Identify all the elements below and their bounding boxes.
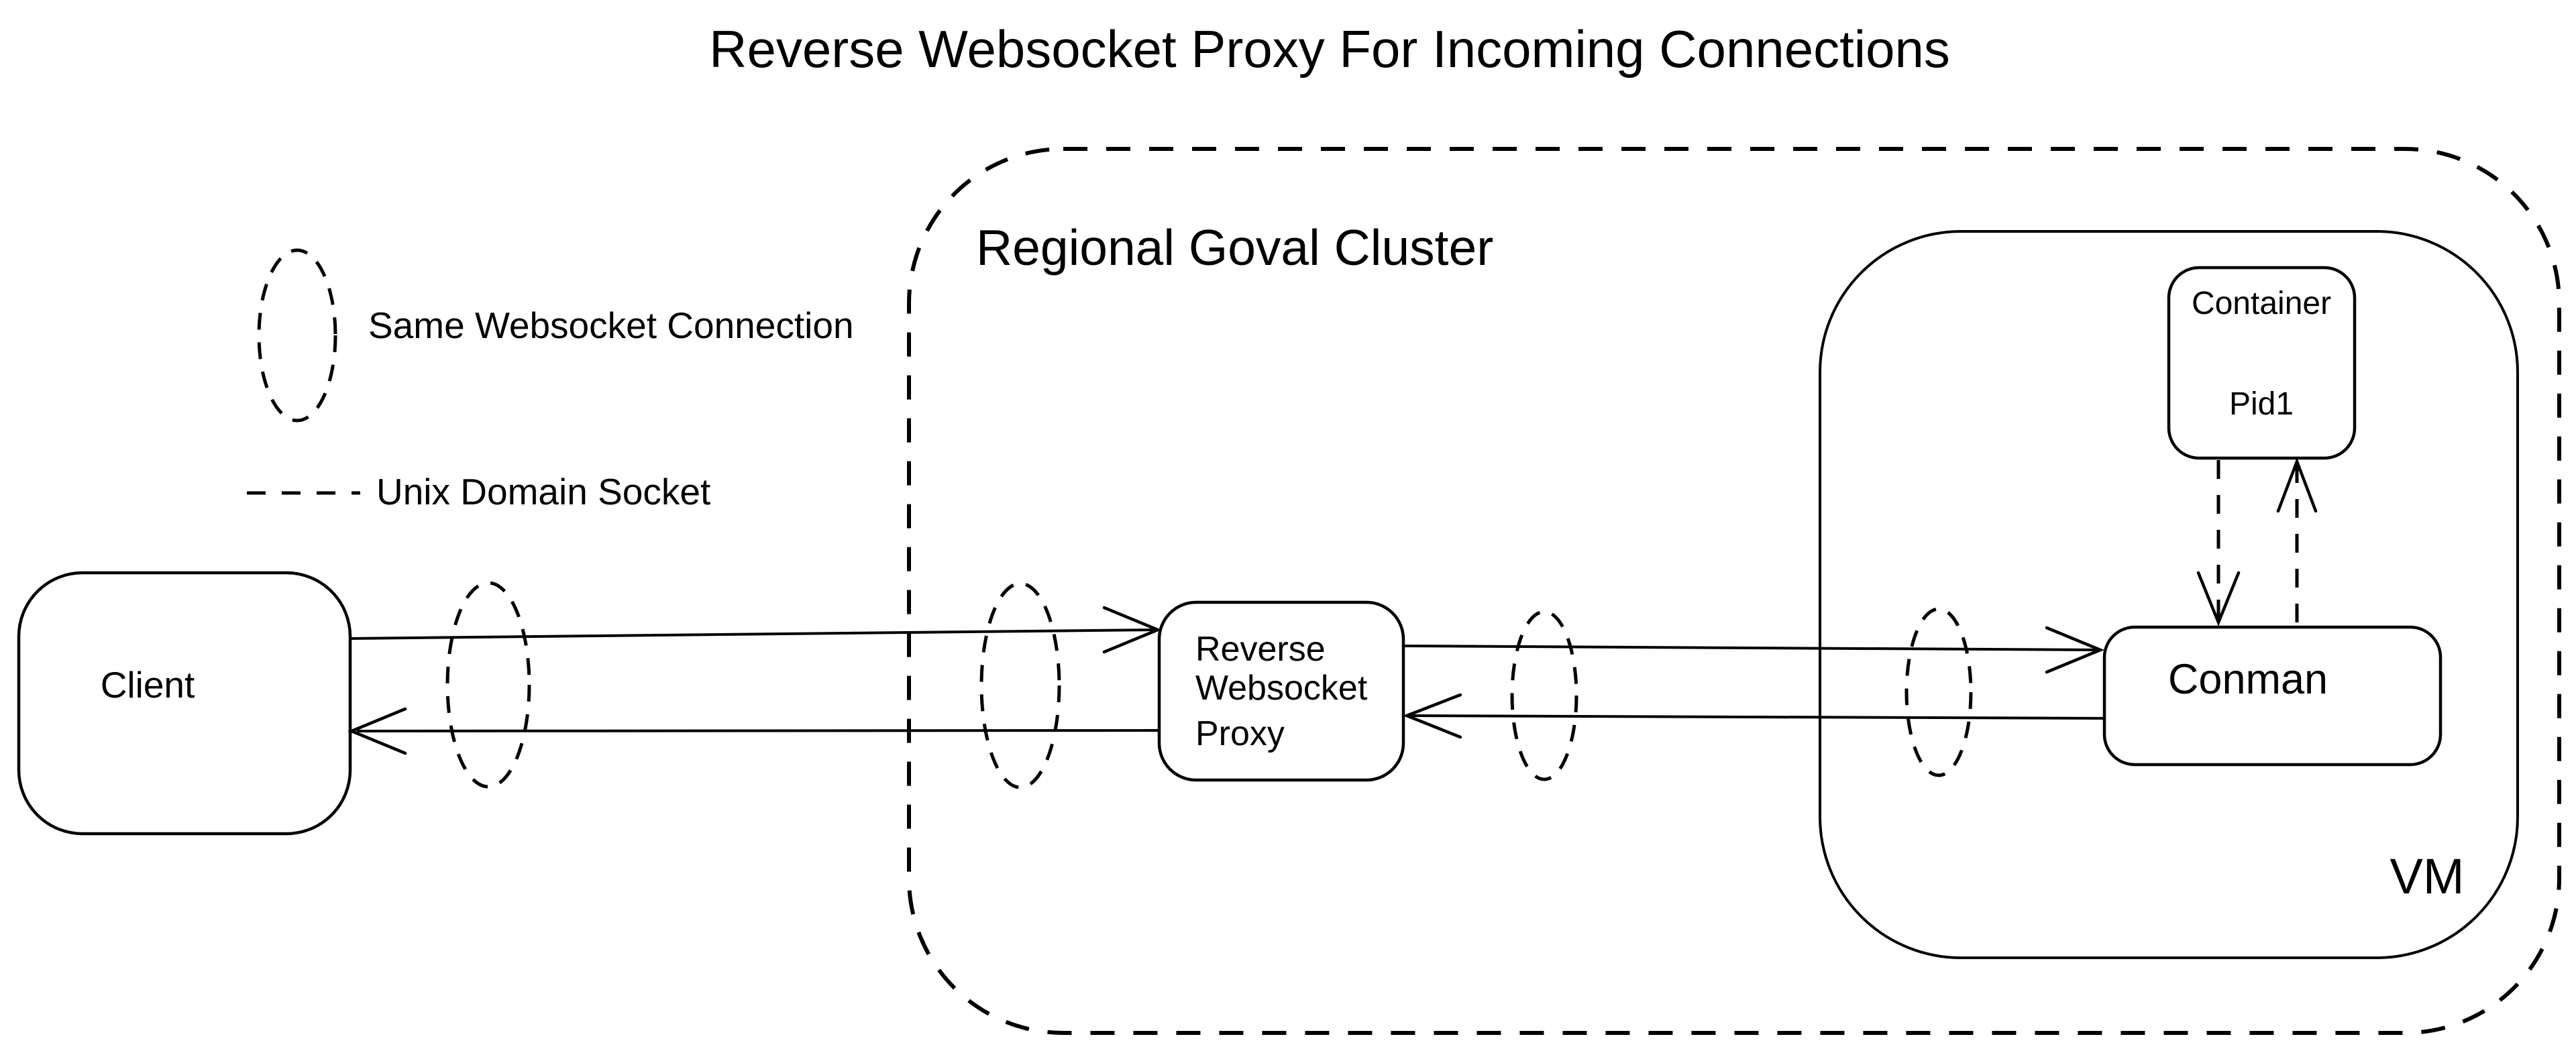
legend-same-websocket-label: Same Websocket Connection (368, 305, 854, 346)
arrow-line (356, 729, 1160, 732)
arrowhead-left-icon (347, 707, 407, 755)
node-reverse-websocket-proxy: Reverse Websocket Proxy (1157, 600, 1405, 782)
same-websocket-legend-ellipse (257, 248, 337, 423)
arrowhead-up-icon (2276, 457, 2318, 513)
node-container-pid1: Container Pid1 (2167, 266, 2357, 460)
websocket-ellipse-client-side (445, 581, 531, 789)
arrow-line (1409, 714, 2105, 720)
arrowhead-down-icon (2196, 571, 2241, 626)
diagram-title: Reverse Websocket Proxy For Incoming Con… (709, 19, 1950, 78)
proxy-label-line1: Reverse (1195, 630, 1326, 669)
reverse-websocket-proxy-box (1157, 600, 1405, 782)
legend-unix-domain-socket-label: Unix Domain Socket (376, 471, 710, 512)
arrowhead-right-icon (2045, 626, 2104, 674)
pid1-label: Pid1 (2229, 386, 2294, 422)
websocket-ellipse-cluster-edge (979, 582, 1061, 789)
websocket-ellipse-inside-vm (1904, 607, 1973, 777)
node-client: Client (17, 571, 352, 836)
conman-label: Conman (2168, 656, 2328, 703)
node-conman: Conman (2102, 625, 2443, 767)
arrow-conman-to-proxy (1402, 693, 2105, 739)
vm: VM (1819, 230, 2519, 959)
client-box (17, 571, 352, 836)
arrow-conman-to-pid1 (2276, 457, 2318, 622)
arrow-pid1-to-conman (2196, 460, 2241, 626)
websocket-ellipse-proxy-vm (1510, 610, 1578, 781)
regional-goval-cluster: Regional Goval Cluster (907, 147, 2561, 1035)
client-label: Client (101, 664, 195, 706)
arrow-proxy-to-client (347, 707, 1160, 755)
arrowhead-right-icon (1102, 606, 1162, 654)
regional-goval-cluster-label: Regional Goval Cluster (976, 219, 1493, 276)
container-box (2167, 266, 2357, 460)
conman-box (2102, 625, 2443, 767)
container-label: Container (2192, 286, 2331, 321)
proxy-label-line3: Proxy (1195, 714, 1285, 753)
arrow-client-to-proxy (350, 606, 1162, 654)
proxy-label-line2: Websocket (1195, 669, 1368, 708)
regional-goval-cluster-boundary (907, 147, 2561, 1035)
arrowhead-left-icon (1402, 693, 1462, 739)
vm-label: VM (2390, 848, 2465, 904)
arrow-line (350, 628, 1157, 640)
legend: Same Websocket Connection Unix Domain So… (247, 248, 854, 512)
vm-boundary (1819, 230, 2519, 959)
